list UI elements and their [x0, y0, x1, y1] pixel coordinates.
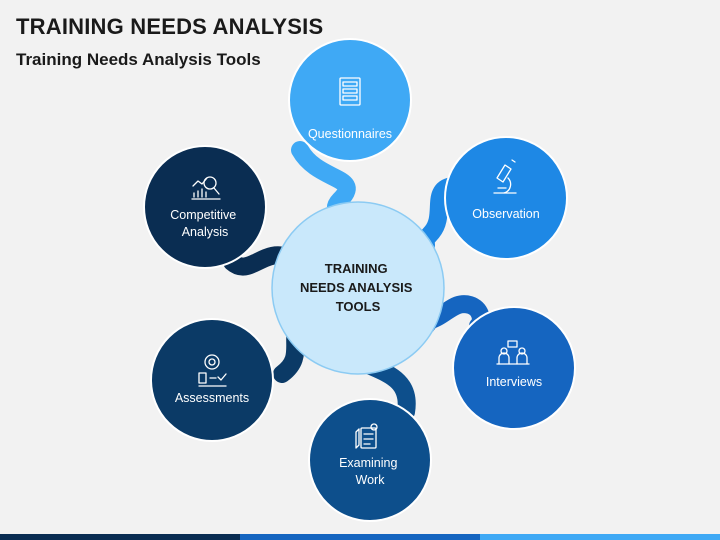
node-competitive-analysis: Competitive Analysis — [143, 145, 267, 269]
center-line-2: NEEDS ANALYSIS — [300, 280, 413, 295]
assessment-icon — [198, 354, 227, 387]
page-title: TRAINING NEEDS ANALYSIS — [16, 14, 324, 39]
node-label-questionnaires: Questionnaires — [308, 127, 392, 141]
node-circle-assessments — [150, 318, 274, 442]
center-hub: TRAINING NEEDS ANALYSIS TOOLS — [271, 201, 445, 375]
footer-bar — [0, 534, 720, 540]
interview-icon — [496, 340, 530, 365]
center-circle — [271, 201, 445, 375]
center-line-3: TOOLS — [336, 299, 381, 314]
center-label: TRAINING NEEDS ANALYSIS TOOLS — [300, 261, 416, 314]
center-line-1: TRAINING — [325, 261, 388, 276]
questionnaire-icon — [339, 77, 361, 106]
analysis-icon — [191, 176, 221, 200]
footer-segment-3 — [480, 534, 720, 540]
footer-segment-2 — [240, 534, 480, 540]
node-label-assessments: Assessments — [175, 391, 249, 405]
node-label-competitive-analysis: Competitive Analysis — [170, 208, 239, 239]
footer-segment-1 — [0, 534, 240, 540]
node-circle-competitive-analysis — [143, 145, 267, 269]
document-pen-icon — [355, 423, 378, 449]
node-interviews: Interviews — [452, 306, 576, 430]
node-assessments: Assessments — [150, 318, 274, 442]
page-subtitle: Training Needs Analysis Tools — [16, 50, 261, 69]
node-label-interviews: Interviews — [486, 375, 542, 389]
node-circle-observation — [444, 136, 568, 260]
node-questionnaires: Questionnaires — [288, 38, 412, 162]
microscope-icon — [493, 159, 517, 194]
node-label-observation: Observation — [472, 207, 539, 221]
node-circle-interviews — [452, 306, 576, 430]
node-observation: Observation — [444, 136, 568, 260]
node-label-examining-work: Examining Work — [339, 456, 401, 487]
node-circle-examining-work — [308, 398, 432, 522]
node-examining-work: Examining Work — [308, 398, 432, 522]
